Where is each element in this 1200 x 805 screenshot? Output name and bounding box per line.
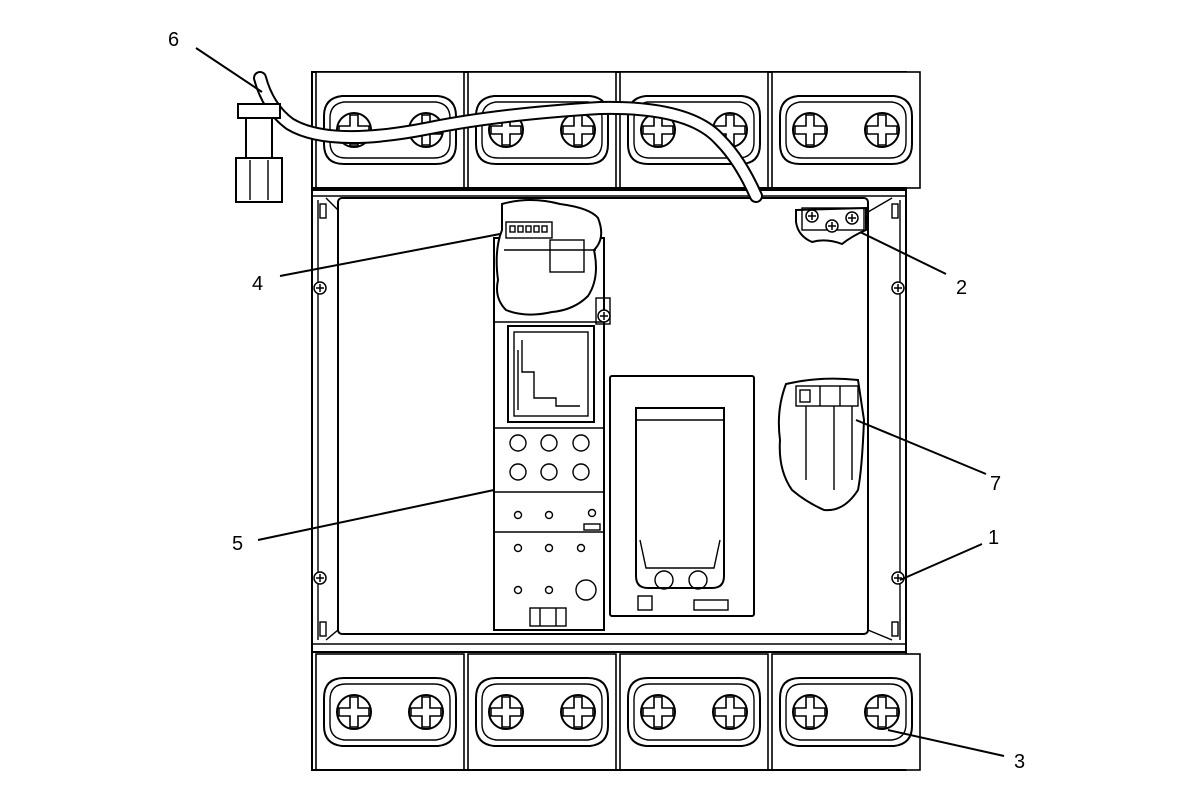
leader-lines <box>195 47 1005 757</box>
cable-with-plug <box>235 71 763 203</box>
callout-4: 4 <box>252 273 263 295</box>
callout-2: 2 <box>956 277 967 299</box>
accessory-cutaway <box>777 377 866 512</box>
callout-6: 6 <box>168 29 179 51</box>
breaker-body <box>311 187 907 653</box>
connector-cutaway <box>495 199 603 316</box>
callout-5: 5 <box>232 533 243 555</box>
callout-7: 7 <box>990 473 1001 495</box>
callout-3: 3 <box>1014 751 1025 773</box>
bottom-terminal-block <box>311 651 920 771</box>
auxiliary-terminal-cutaway <box>795 206 867 246</box>
callout-1: 1 <box>988 527 999 549</box>
operating-handle <box>609 375 755 617</box>
